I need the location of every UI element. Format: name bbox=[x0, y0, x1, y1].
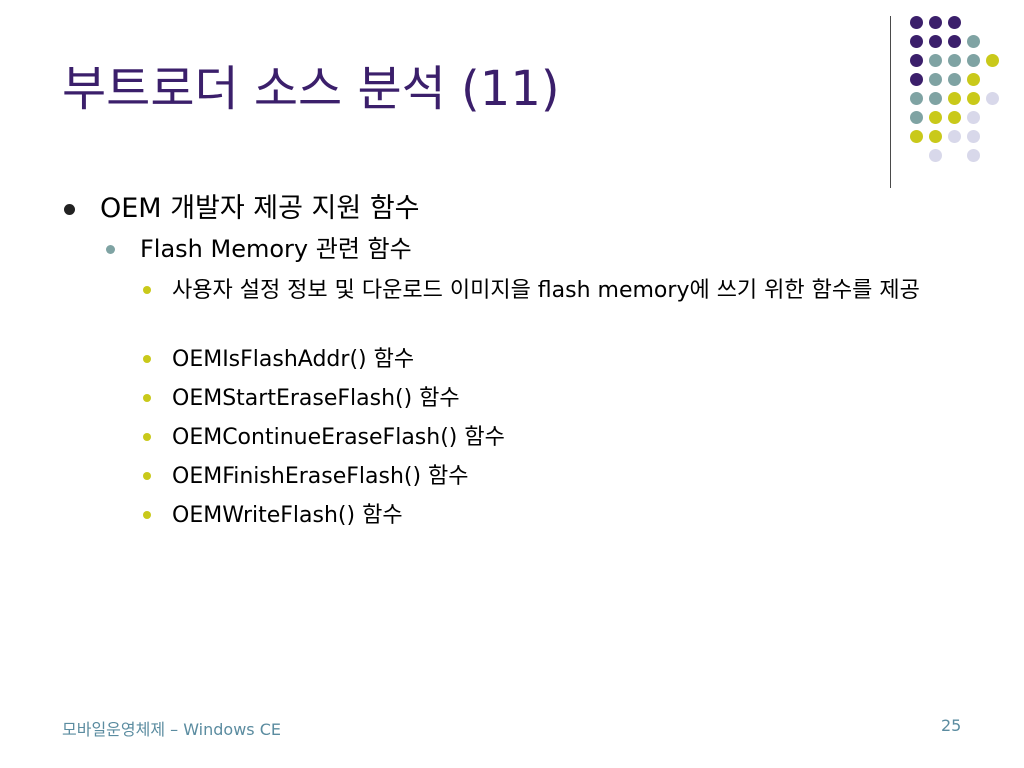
decor-dot bbox=[948, 130, 961, 143]
decor-dot bbox=[948, 16, 961, 29]
bullet-text: Flash Memory 관련 함수 bbox=[140, 235, 412, 263]
decor-dot bbox=[910, 92, 923, 105]
decor-dot bbox=[929, 111, 942, 124]
decor-dot bbox=[967, 130, 980, 143]
bullet-item-level3: 사용자 설정 정보 및 다운로드 이미지을 flash memory에 쓰기 위… bbox=[143, 275, 952, 306]
decor-dot bbox=[948, 111, 961, 124]
decor-dot bbox=[967, 54, 980, 67]
decor-dot bbox=[967, 111, 980, 124]
decor-dot bbox=[948, 54, 961, 67]
decor-dot bbox=[910, 35, 923, 48]
decor-dot bbox=[948, 92, 961, 105]
decor-dot bbox=[929, 92, 942, 105]
decor-dot bbox=[986, 92, 999, 105]
decor-dot bbox=[910, 130, 923, 143]
footer-page-number: 25 bbox=[941, 716, 962, 735]
bullet-text: 사용자 설정 정보 및 다운로드 이미지을 flash memory에 쓰기 위… bbox=[172, 278, 920, 303]
bullet-dot-icon bbox=[143, 286, 151, 294]
slide-title: 부트로더 소스 분석 (11) bbox=[62, 61, 560, 117]
bullet-dot-icon bbox=[143, 511, 151, 519]
bullet-item-level1: OEM 개발자 제공 지원 함수 bbox=[64, 192, 420, 226]
bullet-dot-icon bbox=[143, 394, 151, 402]
bullet-dot-icon bbox=[143, 472, 151, 480]
bullet-text: OEMStartEraseFlash() 함수 bbox=[172, 386, 460, 411]
decor-dot bbox=[967, 92, 980, 105]
decor-dot bbox=[967, 149, 980, 162]
decor-dot bbox=[910, 73, 923, 86]
bullet-item-level3: OEMWriteFlash() 함수 bbox=[143, 500, 952, 531]
bullet-text: OEMWriteFlash() 함수 bbox=[172, 503, 403, 528]
decor-dot bbox=[967, 35, 980, 48]
footer-course-title: 모바일운영체제 – Windows CE bbox=[62, 720, 282, 739]
decor-dot bbox=[986, 54, 999, 67]
bullet-item-level3: OEMIsFlashAddr() 함수 bbox=[143, 344, 952, 375]
bullet-text: OEMIsFlashAddr() 함수 bbox=[172, 347, 415, 372]
decor-dot bbox=[929, 130, 942, 143]
bullet-dot-icon bbox=[143, 433, 151, 441]
bullet-item-level3: OEMContinueEraseFlash() 함수 bbox=[143, 422, 952, 453]
decor-dot bbox=[910, 16, 923, 29]
decor-dot bbox=[948, 73, 961, 86]
decorative-dot-grid bbox=[910, 16, 1010, 166]
bullet-dot-icon bbox=[106, 245, 115, 254]
decor-dot bbox=[910, 54, 923, 67]
decor-dot bbox=[910, 111, 923, 124]
bullet-text: OEMContinueEraseFlash() 함수 bbox=[172, 425, 505, 450]
decor-dot bbox=[929, 35, 942, 48]
decor-dot bbox=[929, 73, 942, 86]
bullet-text: OEMFinishEraseFlash() 함수 bbox=[172, 464, 469, 489]
bullet-item-level3: OEMStartEraseFlash() 함수 bbox=[143, 383, 952, 414]
decor-dot bbox=[967, 73, 980, 86]
title-divider-line bbox=[890, 16, 891, 188]
bullet-item-level3: OEMFinishEraseFlash() 함수 bbox=[143, 461, 952, 492]
decor-dot bbox=[929, 54, 942, 67]
bullet-item-level2: Flash Memory 관련 함수 bbox=[106, 234, 412, 264]
decor-dot bbox=[929, 149, 942, 162]
decor-dot bbox=[948, 35, 961, 48]
bullet-dot-icon bbox=[143, 355, 151, 363]
bullet-dot-icon bbox=[64, 204, 75, 215]
decor-dot bbox=[929, 16, 942, 29]
bullet-text: OEM 개발자 제공 지원 함수 bbox=[100, 193, 420, 224]
